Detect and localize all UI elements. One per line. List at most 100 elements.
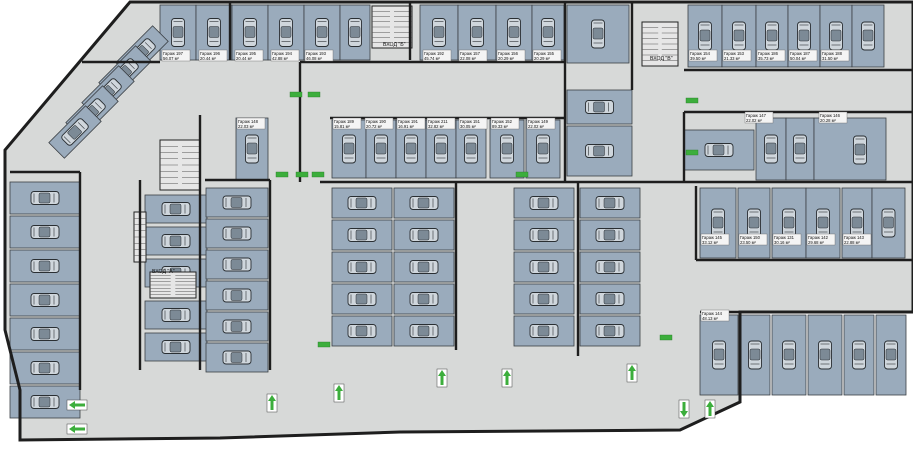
parking-space-central (393, 283, 455, 315)
garage-area: 33.12 м² (702, 240, 719, 245)
stair-cores (133, 5, 679, 299)
car-icon (500, 134, 514, 164)
garage-number: Гараж 192 (424, 51, 445, 56)
car-icon (764, 134, 778, 164)
car-icon (279, 18, 293, 47)
parking-space-central (513, 187, 575, 219)
car-icon (585, 100, 614, 114)
exit-sign-icon (333, 383, 345, 403)
car-icon (850, 208, 864, 238)
car-icon (818, 340, 832, 370)
exit-marker-icon (307, 91, 321, 98)
parking-space-center-left (205, 187, 269, 218)
entrance-a-label: ВХОД "А" (152, 269, 175, 275)
car-icon (529, 324, 559, 338)
garage-area: 39.50 м² (690, 56, 707, 61)
parking-space-central (579, 315, 641, 347)
parking-space-central (393, 251, 455, 283)
garage-area: 32.82 м² (428, 124, 445, 129)
parking-space-right (871, 187, 906, 259)
garage-area: 20.28 м² (820, 118, 837, 123)
parking-space-mid-top (425, 119, 457, 179)
car-icon (595, 196, 625, 210)
garage-number: Гараж 195 (236, 51, 257, 56)
stair-core-a (149, 271, 197, 299)
garage-area: 23.50 м² (740, 240, 757, 245)
car-icon (347, 292, 377, 306)
car-icon (585, 144, 614, 158)
parking-space-center-left (205, 342, 269, 373)
car-icon (595, 292, 625, 306)
parking-space-central (513, 219, 575, 251)
car-icon (712, 340, 726, 370)
garage-number: Гараж 193 (306, 51, 327, 56)
garage-area: 21.33 м² (724, 56, 741, 61)
car-icon (222, 288, 252, 303)
parking-space-mid (566, 89, 633, 125)
car-icon (161, 340, 191, 354)
car-icon (207, 18, 221, 47)
car-icon (711, 208, 725, 238)
parking-space-central (513, 251, 575, 283)
parking-space-mid-top (455, 119, 487, 179)
parking-space-bottom-right (699, 314, 739, 396)
exit-marker-icon (311, 171, 325, 178)
garage-number: Гараж 148 (238, 119, 259, 124)
garage-number: Гараж 189 (334, 119, 355, 124)
parking-space-right (771, 187, 807, 259)
garage-area: 48.13 м² (702, 316, 719, 321)
exit-marker-icon (659, 334, 673, 341)
exit-sign-icon (66, 399, 88, 411)
garage-area: 30.16 м² (774, 240, 791, 245)
garage-area: 22.88 м² (844, 240, 861, 245)
garage-number: Гараж 211 (428, 119, 448, 124)
garage-area: 20.72 м² (366, 124, 383, 129)
parking-space-bottom-right (843, 314, 875, 396)
car-icon (595, 228, 625, 242)
car-icon (222, 350, 252, 365)
car-icon (829, 21, 843, 51)
exit-marker-icon (317, 341, 331, 348)
car-icon (748, 340, 762, 370)
parking-space-mid-top (489, 119, 525, 179)
car-icon (243, 18, 257, 47)
car-icon (315, 18, 329, 47)
parking-space-central (331, 315, 393, 347)
garage-number: Гараж 196 (200, 51, 221, 56)
car-icon (747, 208, 761, 238)
car-icon (30, 293, 60, 307)
car-icon (782, 208, 796, 238)
car-icon (793, 134, 807, 164)
parking-space-mid-top (525, 119, 561, 179)
car-icon (816, 208, 830, 238)
garage-area: 29.68 м² (808, 240, 825, 245)
parking-space-central (393, 187, 455, 219)
car-icon (884, 340, 898, 370)
garage-number: Гараж 190 (366, 119, 387, 124)
car-icon (529, 228, 559, 242)
parking-space-left (9, 215, 81, 249)
parking-space-central (393, 219, 455, 251)
car-icon (409, 228, 439, 242)
parking-space-a-column (144, 300, 208, 330)
garage-area: 15.81 м² (334, 124, 351, 129)
car-icon (222, 226, 252, 241)
stair-core-b (371, 5, 413, 49)
garage-number: Гараж 147 (746, 113, 767, 118)
garage-number: Гараж 151 (460, 119, 481, 124)
car-icon (852, 340, 866, 370)
parking-space-right (737, 187, 771, 259)
parking-space-center-left (205, 280, 269, 311)
car-icon (765, 21, 779, 51)
parking-space-central (579, 187, 641, 219)
garage-number: Гараж 188 (822, 51, 843, 56)
